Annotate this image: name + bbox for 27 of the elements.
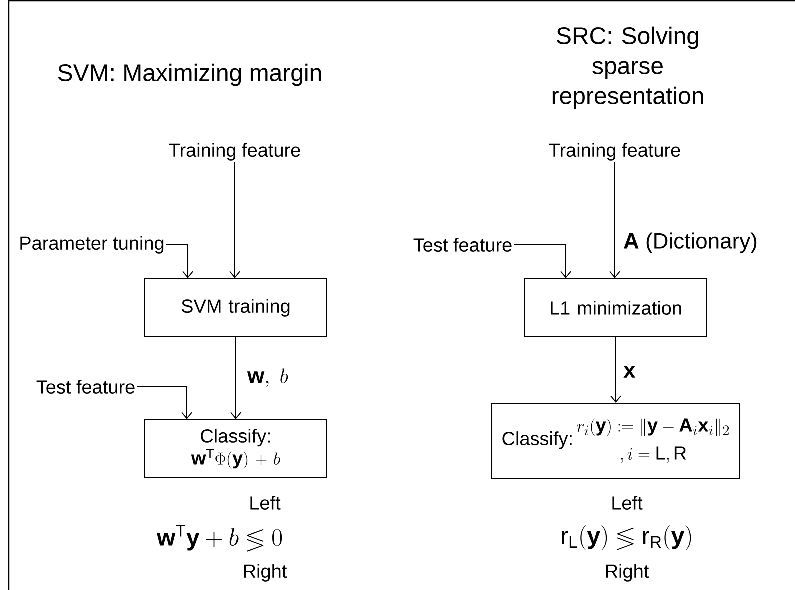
edge-label: $\mathbf{w},\ b$	[247, 368, 288, 388]
panel-title: SVM: Maximizing margin	[58, 64, 322, 86]
input-label: Test feature	[414, 238, 512, 252]
decision-label: Left	[250, 496, 281, 510]
arrow	[166, 244, 194, 278]
edge-label: x	[624, 366, 636, 378]
decision-label: Right	[244, 564, 288, 582]
process-box: L1 minimization	[524, 278, 708, 338]
decision-label: Right	[606, 564, 650, 582]
arrow	[136, 386, 192, 420]
arrow	[230, 337, 242, 420]
panel-title: SRC: Solving sparse representation	[552, 26, 704, 110]
input-label: Training feature	[549, 143, 680, 161]
input-label: Parameter tuning	[20, 236, 164, 254]
input-label: Test feature	[36, 380, 135, 394]
arrow	[610, 162, 620, 278]
decision-rule: $\mathbf{w}^{\mathrm{T}}\mathbf{y}+b \lessgtr 0$	[156, 525, 282, 552]
process-box: SVM training	[144, 278, 328, 338]
arrow	[610, 337, 622, 403]
process-box: Classify: $\mathbf{w}^{\mathrm{T}}\Phi(\mathbf{y})+b$	[144, 420, 328, 478]
decision-rule: $\mathrm{r}_{\mathrm{L}}(\mathbf{y}) \lessgtr \mathrm{r}_{\mathrm{R}}(\mathbf{y})$	[562, 526, 692, 550]
process-box: Classify: $r_i(\mathbf{y}) := \|\mathbf{y}-\mathbf{A}_i\mathbf{x}_i\|_2$ $, i = \mathrm{L},\mathrm{R}$	[492, 403, 740, 479]
arrow	[230, 162, 240, 278]
input-label: Training feature	[169, 143, 300, 161]
edge-label: A (Dictionary)	[624, 232, 757, 254]
arrow	[514, 244, 572, 278]
decision-label: Left	[612, 496, 643, 510]
